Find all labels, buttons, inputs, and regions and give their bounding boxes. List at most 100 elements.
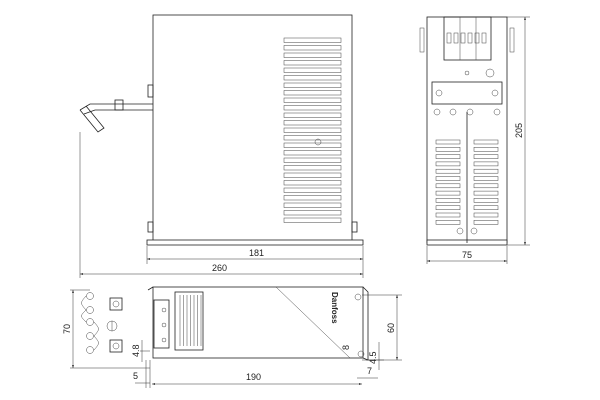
vent-slot [435,154,461,159]
terminal-slot [446,32,452,44]
terminal-hole [161,337,167,343]
vent-slot [435,198,461,203]
side-bracket [431,81,503,105]
vent-slot [283,60,342,66]
vent-slot [283,97,342,103]
vent-slot [283,112,342,118]
dim-190: 190 [246,372,261,382]
vent-slot [283,127,342,133]
dim-260: 260 [212,263,227,273]
dim-75: 75 [462,250,472,260]
gland-icon [86,318,94,326]
label-plate [174,291,204,351]
side-vent-slots [435,139,499,225]
ground-symbol-icon [485,68,495,78]
vent-slot [473,176,499,181]
screw-icon [433,108,441,116]
vent-slot [283,142,342,148]
earth-terminal-icon [464,70,470,76]
terminal-block [443,16,492,61]
gland-icon [86,306,94,314]
dim-7: 7 [367,366,372,376]
vent-slot [435,176,461,181]
gland-icon [86,292,94,300]
vent-slot [435,205,461,210]
vent-slot [283,75,342,81]
vent-slot [283,150,342,156]
screw-icon [493,108,501,116]
terminal-slot [474,32,480,44]
terminal-hole [161,307,167,313]
vent-slot [473,154,499,159]
vent-slot [473,198,499,203]
dim-5: 5 [133,371,138,381]
front-left-tab [147,84,154,98]
bracket-screw [114,99,124,111]
gland-icon [86,332,94,340]
dim-8: 8 [341,345,351,350]
vent-slot [283,120,342,126]
dim-181: 181 [249,248,264,258]
vent-slot [435,220,461,225]
mounting-bracket [79,103,153,115]
bottom-dimensions: 70 4.8 5 190 8 4.5 7 60 [62,289,402,388]
vent-slot [283,202,342,208]
front-base-plate [146,239,364,246]
terminal-slot [453,32,459,44]
vent-slot [283,172,342,178]
vent-slot [283,45,342,51]
vent-slot [473,168,499,174]
terminal-slot [467,32,473,44]
left-screw-top [109,297,123,311]
dim-4-8: 4.8 [131,344,141,357]
vent-slot [283,180,342,186]
vent-slot [283,37,342,43]
vent-slot [435,212,461,218]
dim-4-5: 4.5 [368,351,378,364]
vent-slot [283,187,342,193]
danfoss-logo: Danfoss [330,292,339,324]
vent-slot [435,161,461,167]
dim-60: 60 [386,323,396,333]
left-screw-bottom [109,339,123,353]
front-vent-slots [283,37,342,223]
vent-slot [435,183,461,189]
vent-slot [283,90,342,96]
gland-icon [86,346,94,354]
vent-slot [283,165,342,171]
side-dimensions: 205 75 [426,16,530,264]
vent-slot [283,217,342,223]
vent-slot [473,190,499,196]
vent-slot [283,210,342,216]
front-screw-icon [314,138,322,146]
bottom-view: Danfoss [81,286,369,361]
vent-slot [283,67,342,73]
vent-slot [283,157,342,163]
vent-slot [283,105,342,111]
vent-slot [435,147,461,152]
vent-slot [283,135,342,141]
bottom-housing [152,286,364,359]
cable-glands [81,292,99,354]
vent-slot [473,183,499,189]
front-dimensions: 181 260 [79,132,364,278]
vent-slot [473,147,499,152]
vent-slot [435,168,461,174]
terminal-strip [153,299,170,349]
vent-slot [473,205,499,210]
vent-slot [473,212,499,218]
vent-slot [473,161,499,167]
vent-slot [283,195,342,201]
vent-slot [435,190,461,196]
terminal-slot [481,32,487,44]
dim-70: 70 [62,324,72,334]
cable-outline [81,295,99,351]
terminal-hole [161,322,167,328]
front-view [79,14,364,246]
side-view [419,16,515,246]
vent-slot [283,52,342,58]
terminal-slot [460,32,466,44]
vent-slot [435,139,461,145]
